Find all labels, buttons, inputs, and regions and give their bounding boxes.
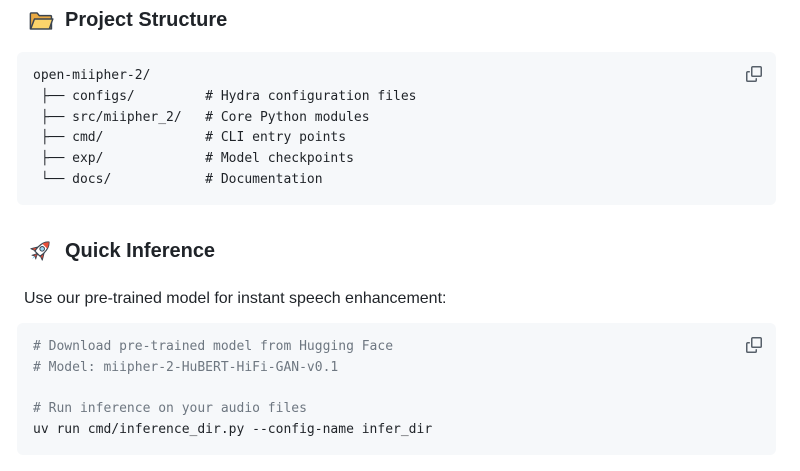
readme-content: Project Structure open-miipher-2/ ├── co… [17,6,776,455]
code-block-project-structure: open-miipher-2/ ├── configs/ # Hydra con… [17,52,776,205]
copy-icon [746,66,762,82]
code-line: └── docs/ # Documentation [33,171,323,187]
code-line: ├── cmd/ # CLI entry points [33,130,347,146]
code-line: ├── src/miipher_2/ # Core Python modules [33,109,370,125]
code-line [33,378,760,399]
code-line: # Model: miipher-2-HuBERT-HiFi-GAN-v0.1 [33,359,339,375]
code-line: # Download pre-trained model from Huggin… [33,338,394,354]
section-heading-project-structure: Project Structure [27,6,776,34]
copy-icon [746,336,762,353]
rocket-icon [27,237,54,264]
section-title: Project Structure [65,9,228,31]
inference-intro-text: Use our pre-trained model for instant sp… [24,289,447,307]
code-line: ├── configs/ # Hydra configuration files [33,88,417,104]
code-line: uv run cmd/inference_dir.py --config-nam… [33,421,433,437]
code-line: open-miipher-2/ [33,68,151,83]
code-line: ├── exp/ # Model checkpoints [33,151,354,167]
code-content: open-miipher-2/ ├── configs/ # Hydra con… [33,66,760,191]
code-block-quick-inference: # Download pre-trained model from Huggin… [17,322,776,455]
code-line: # Run inference on your audio files [33,401,307,417]
code-content: # Download pre-trained model from Huggin… [33,337,760,441]
copy-code-button[interactable] [740,331,768,359]
copy-code-button[interactable] [740,60,768,88]
section-heading-quick-inference: Quick Inference [27,237,776,265]
open-folder-icon [27,7,54,34]
section-title: Quick Inference [65,239,216,262]
